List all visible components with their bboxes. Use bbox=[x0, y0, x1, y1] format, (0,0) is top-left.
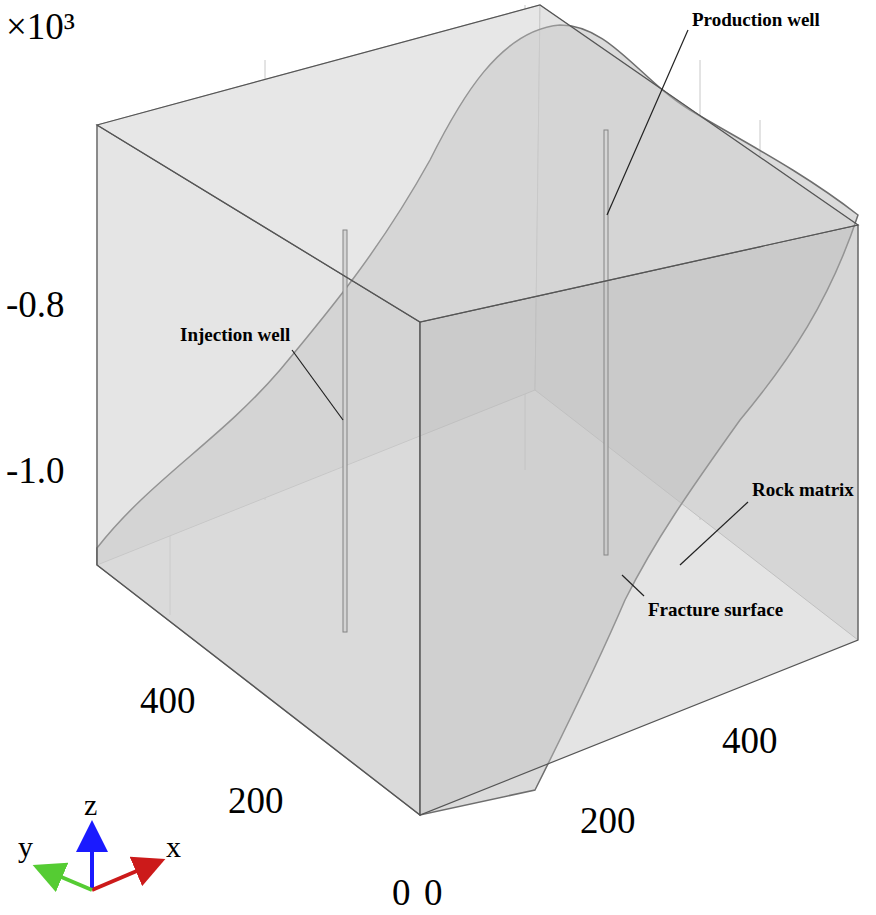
axis-tick: 200 bbox=[580, 802, 636, 839]
front-face bbox=[420, 225, 858, 815]
callout-label: Production well bbox=[692, 10, 820, 29]
axis-tick: -1.0 bbox=[6, 452, 65, 489]
axis-name: z bbox=[84, 790, 97, 820]
callout-label: Fracture surface bbox=[648, 600, 783, 619]
axis-triad bbox=[40, 828, 158, 890]
axis-tick: -0.8 bbox=[6, 286, 65, 323]
axis-name: y bbox=[18, 832, 33, 862]
axis-name: x bbox=[166, 832, 181, 862]
axis-multiplier: ×10³ bbox=[6, 8, 75, 45]
callout-label: Rock matrix bbox=[752, 480, 854, 499]
leader-lines bbox=[292, 30, 748, 596]
axis-tick: 0 bbox=[392, 874, 411, 911]
axis-tick: 0 bbox=[424, 874, 443, 911]
callout-label: Injection well bbox=[180, 325, 290, 344]
top-face bbox=[97, 5, 858, 322]
axis-tick: 400 bbox=[140, 682, 196, 719]
axis-tick: 200 bbox=[228, 782, 284, 819]
axis-tick: 400 bbox=[722, 722, 778, 759]
